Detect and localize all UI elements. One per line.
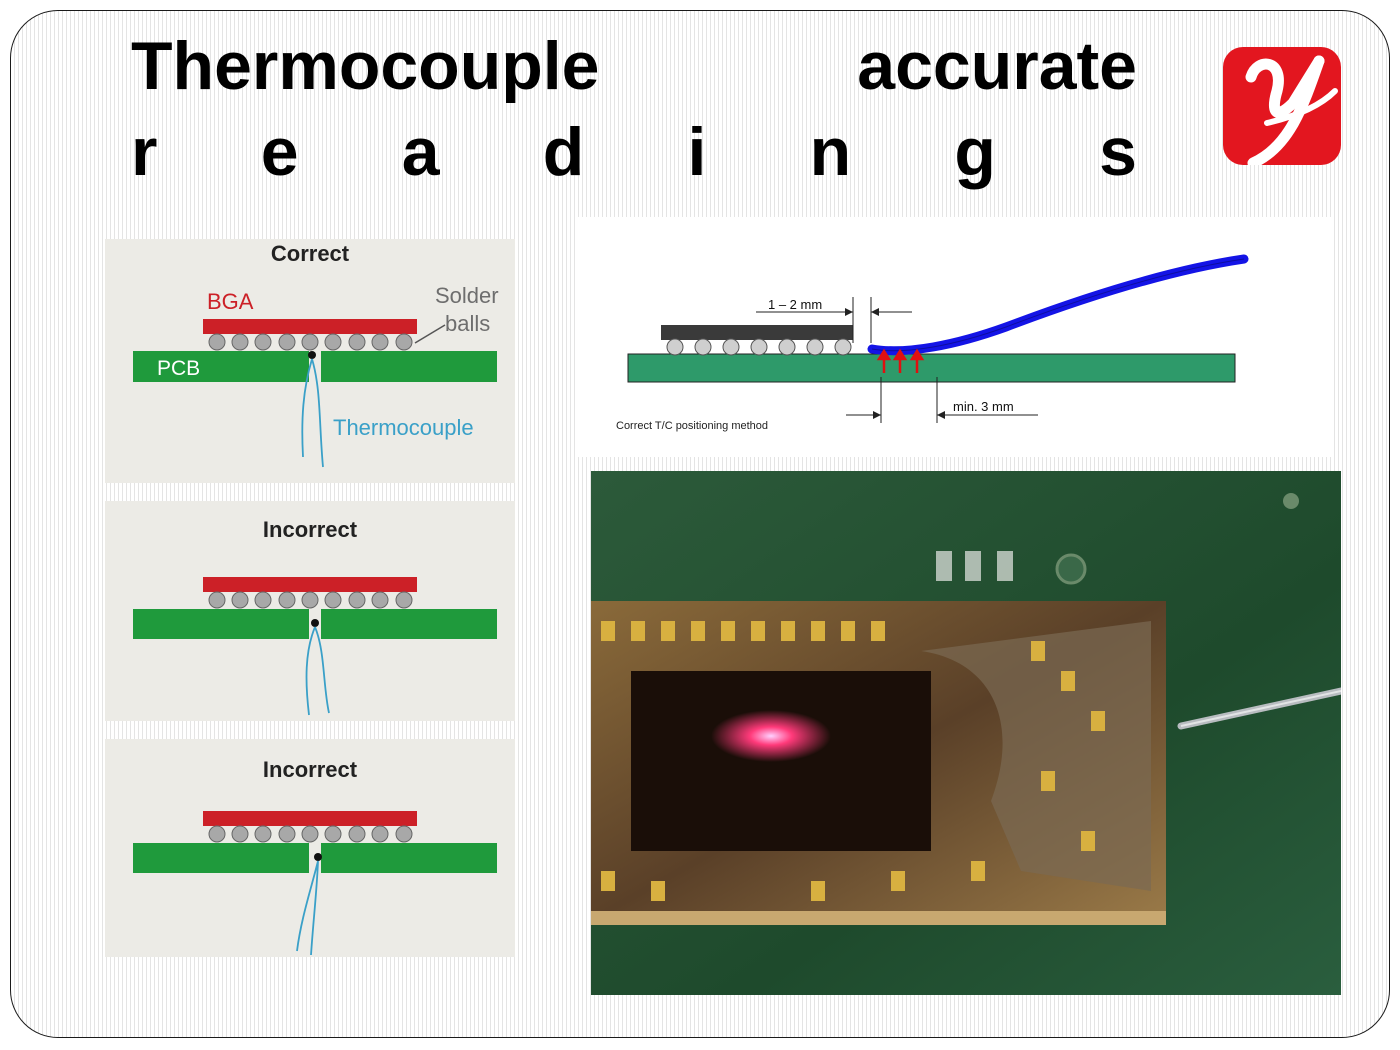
pcb-left — [133, 351, 309, 382]
thermocouple-tip — [311, 619, 319, 627]
pcb-left — [133, 843, 309, 873]
pcb-left — [133, 609, 309, 639]
brand-logo-icon — [1223, 47, 1341, 165]
solder-balls — [208, 333, 413, 351]
bga-label: BGA — [207, 289, 254, 314]
solder-label-line-2: balls — [445, 311, 490, 336]
chip-body — [661, 325, 853, 340]
thermocouple-label: Thermocouple — [333, 415, 474, 440]
bga-chip — [203, 577, 417, 592]
positioning-diagram-panel: 1 – 2 mm min. 3 mm Correct T/C positioni… — [576, 217, 1331, 457]
thermocouple-wire — [301, 358, 324, 468]
title-line-1: Thermocouple accurate — [131, 28, 1137, 104]
pcb-right — [321, 609, 497, 639]
solder-balls — [208, 825, 413, 843]
incorrect-diagram-panel-2: Incorrect — [105, 739, 515, 957]
solder-balls — [208, 591, 413, 609]
dimension-min-3-mm: min. 3 mm — [953, 399, 1014, 414]
pcb-right — [321, 843, 497, 873]
correct-diagram-panel: Correct BGA Solder balls PCB Thermocoupl… — [105, 239, 515, 483]
pcb-right — [321, 351, 497, 382]
solder-label-line-1: Solder — [435, 283, 499, 308]
thermocouple-tip — [314, 853, 322, 861]
incorrect-diagram-panel-1: Incorrect — [105, 501, 515, 721]
slide-frame: Thermocouple accurate r e a d i n g s Co… — [10, 10, 1390, 1038]
thermocouple-wire — [867, 254, 1249, 356]
pcb-photo-image — [591, 471, 1341, 995]
bga-chip — [203, 811, 417, 826]
thermocouple-wire — [305, 626, 330, 716]
pcb-label: PCB — [157, 357, 200, 380]
correct-heading: Correct — [271, 241, 350, 266]
thermocouple-tip — [308, 351, 316, 359]
positioning-caption: Correct T/C positioning method — [616, 420, 768, 432]
pcb-board — [627, 353, 1236, 383]
incorrect-heading-1: Incorrect — [263, 517, 358, 542]
incorrect-heading-2: Incorrect — [263, 757, 358, 782]
solder-balls — [666, 338, 852, 356]
thermocouple-wire — [296, 860, 319, 956]
slide-title: Thermocouple accurate r e a d i n g s — [131, 23, 1137, 195]
heat-arrows-icon — [876, 348, 925, 373]
title-line-2: r e a d i n g s — [131, 114, 1137, 190]
dimension-1-2-mm: 1 – 2 mm — [768, 297, 822, 312]
bga-chip — [203, 319, 417, 334]
